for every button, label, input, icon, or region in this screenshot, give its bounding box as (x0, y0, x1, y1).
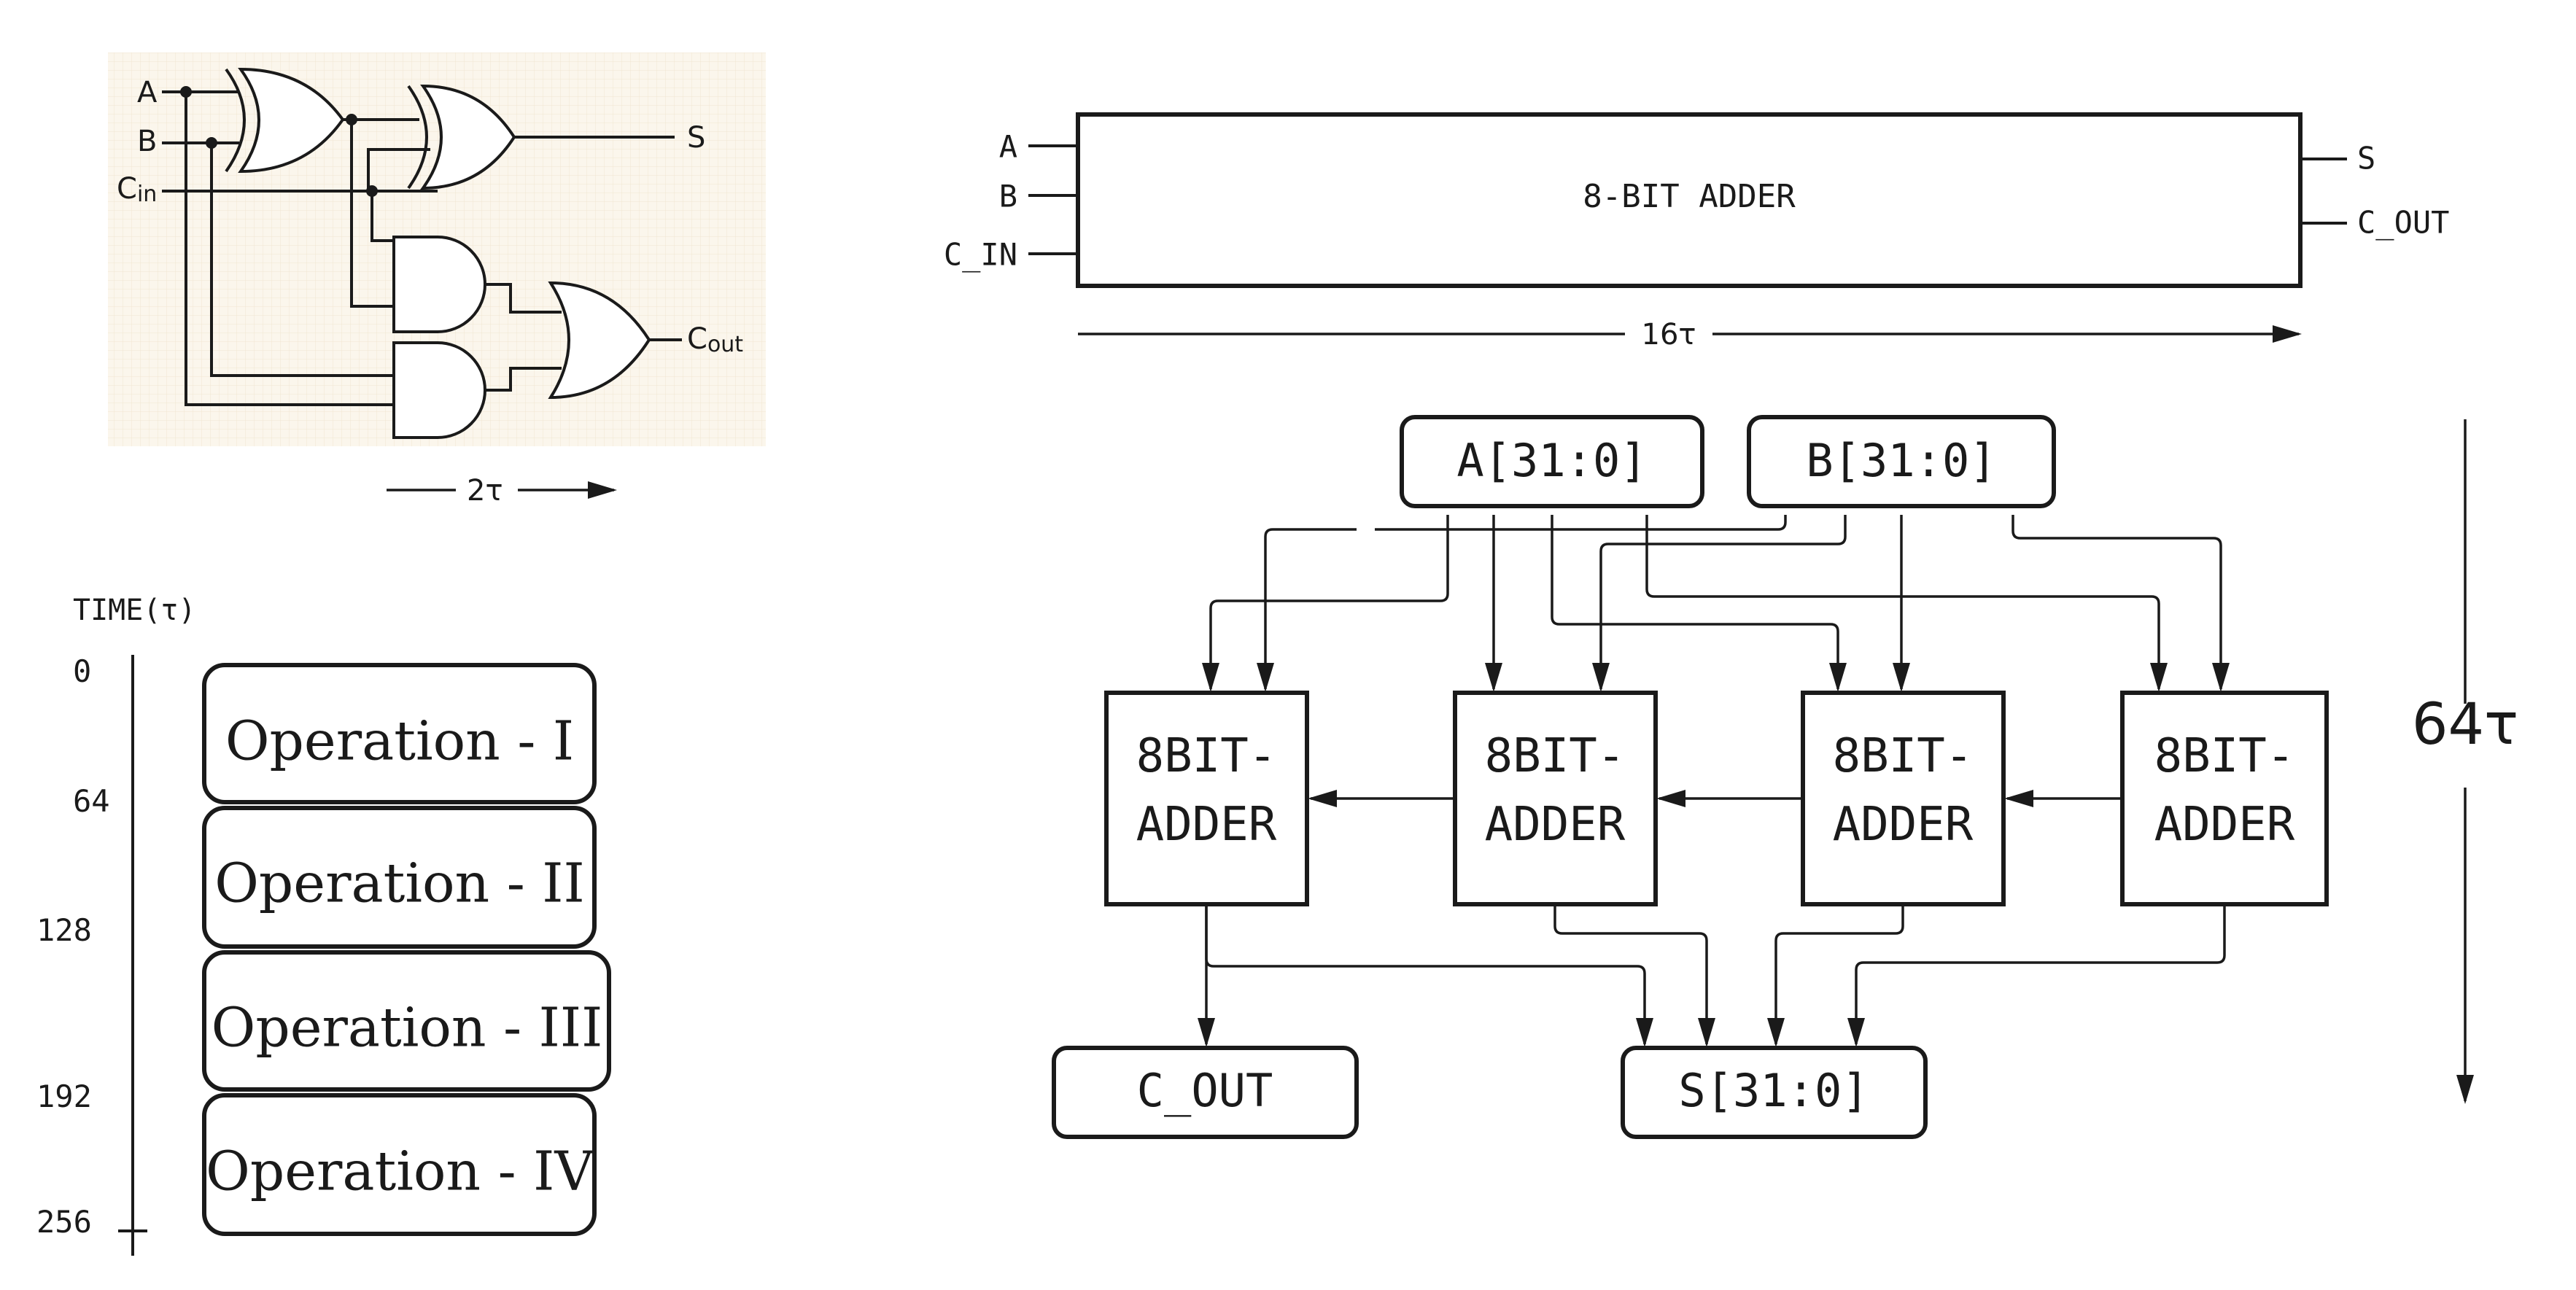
fa-and-gate-1 (392, 236, 486, 333)
fa-label-cin: Cin (117, 172, 157, 207)
timeline-tick-64: 64 (73, 783, 110, 819)
adder8-box (1076, 112, 2303, 288)
input-box-b (1747, 415, 2056, 508)
operation-box-1 (202, 663, 597, 804)
operation-label-4: Operation - IV (206, 1140, 594, 1202)
fa-wire-b (162, 141, 394, 377)
ripple-block-4-line2: ADDER (2154, 798, 2295, 852)
ripple-adder: A[31:0] B[31:0] 8BIT- ADDER 8BIT- ADDER … (1052, 415, 2518, 1139)
adder8-label-cout: C_OUT (2357, 205, 2449, 241)
ripple-block-2-line1: 8BIT- (1485, 729, 1626, 783)
fa-label-s: S (687, 121, 705, 155)
fa-or-gate (548, 281, 651, 400)
fa-wire-a (162, 90, 394, 406)
ripple-delay-label: 64τ (2412, 692, 2518, 758)
ripple-block-4-line1: 8BIT- (2154, 729, 2295, 783)
fa-wire-cin (162, 190, 438, 242)
operation-label-2: Operation - II (214, 852, 584, 914)
operation-box-2 (202, 806, 597, 949)
operation-box-4 (202, 1093, 597, 1236)
adder8-label-cin: C_IN (944, 237, 1017, 273)
fa-wire-and2-out (485, 367, 562, 392)
ripple-block-3-line2: ADDER (1833, 798, 1974, 852)
output-label-cout: C_OUT (1137, 1064, 1273, 1117)
fa-wire-cin-xor2 (367, 148, 430, 191)
operation-box-3 (202, 950, 611, 1092)
fa-xor-gate-2 (407, 84, 516, 190)
operation-label-3: Operation - III (212, 996, 603, 1059)
ripple-block-2 (1453, 691, 1658, 906)
ripple-block-2-line2: ADDER (1485, 798, 1626, 852)
ripple-block-1 (1104, 691, 1309, 906)
full-adder-circuit: A B Cin (108, 53, 766, 508)
timeline-tick-0: 0 (73, 653, 91, 689)
input-label-b: B[31:0] (1806, 434, 1996, 487)
adder8-label-b: B (999, 179, 1017, 214)
input-routing-wires (1202, 515, 2230, 689)
input-label-a: A[31:0] (1456, 434, 1647, 487)
output-routing-wires (1198, 904, 2226, 1047)
fa-label-a: A (137, 76, 158, 109)
timeline-tick-256: 256 (36, 1204, 92, 1240)
timeline-tick-192: 192 (36, 1079, 92, 1114)
operation-label-1: Operation - I (225, 710, 574, 772)
output-label-s: S[31:0] (1678, 1064, 1869, 1117)
adder8-title: 8-BIT ADDER (1583, 178, 1796, 215)
adder8-block: 8-BIT ADDER A B C_IN S C_OUT 16τ (944, 112, 2449, 351)
fa-xor-gate-1 (225, 67, 345, 174)
ripple-block-1-line2: ADDER (1136, 798, 1277, 852)
fa-junction (180, 86, 192, 98)
timeline-label: TIME(τ) (73, 594, 196, 627)
fa-label-b: B (137, 125, 157, 158)
fa-delay-label: 2τ (467, 474, 503, 508)
fa-junction (206, 137, 217, 149)
output-box-s (1621, 1046, 1928, 1139)
adder8-label-s: S (2357, 141, 2375, 176)
input-box-a (1400, 415, 1704, 508)
ripple-block-3-line1: 8BIT- (1833, 729, 1974, 783)
fa-and-gate-2 (392, 341, 486, 439)
ripple-block-1-line1: 8BIT- (1136, 729, 1277, 783)
fa-wire-and1-out (485, 283, 562, 314)
timeline: TIME(τ) 0 64 128 192 256 Operation - I O… (36, 594, 611, 1256)
fa-junction (346, 114, 357, 125)
fa-junction (366, 185, 378, 197)
output-box-cout (1052, 1046, 1359, 1139)
fa-label-cout: Cout (687, 322, 743, 357)
adder8-label-a: A (999, 129, 1017, 165)
timeline-tick-128: 128 (36, 912, 92, 948)
adder8-delay-label: 16τ (1642, 318, 1696, 351)
